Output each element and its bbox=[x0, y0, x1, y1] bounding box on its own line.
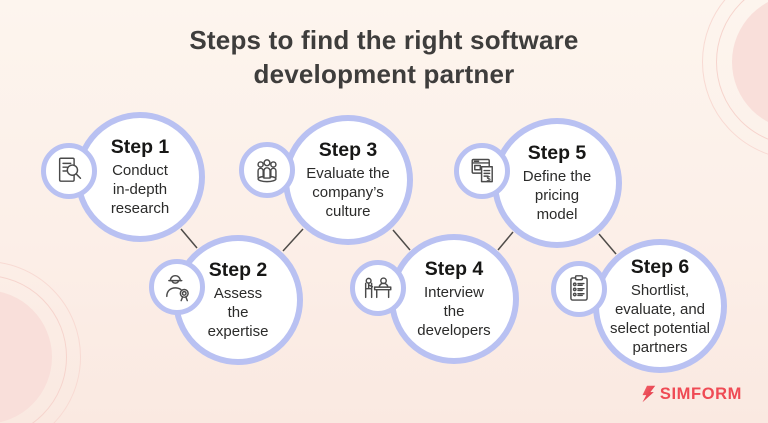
step-description: Define the pricing model bbox=[522, 168, 592, 224]
step-circle-5: Step 5 Define the pricing model bbox=[492, 118, 622, 248]
step-circle-3: Step 3 Evaluate the company’s culture bbox=[283, 115, 413, 245]
step-circle-4: Step 4 Interview the developers bbox=[389, 234, 519, 364]
step-circle-1: Step 1 Conduct in-depth research bbox=[75, 112, 205, 242]
step-circle-6: Step 6 Shortlist, evaluate, and select p… bbox=[593, 239, 727, 373]
checklist-clipboard-icon bbox=[551, 261, 607, 317]
interview-desk-icon bbox=[350, 260, 406, 316]
pricing-document-icon: $ bbox=[454, 143, 510, 199]
team-icon bbox=[239, 142, 295, 198]
svg-text:$: $ bbox=[486, 175, 491, 183]
step-label: Step 6 bbox=[630, 255, 690, 278]
step-label: Step 1 bbox=[110, 135, 170, 158]
page-title: Steps to find the right software develop… bbox=[189, 25, 579, 89]
step-label: Step 4 bbox=[424, 257, 484, 280]
brand-name: SIMFORM bbox=[659, 384, 742, 403]
step-label: Step 3 bbox=[318, 138, 378, 161]
step-label: Step 5 bbox=[527, 141, 587, 164]
simform-logo-icon bbox=[642, 385, 656, 403]
step-description: Interview the developers bbox=[417, 284, 491, 340]
brand-logo: SIMFORM bbox=[638, 384, 742, 404]
step-description: Conduct in-depth research bbox=[110, 162, 170, 218]
document-search-icon bbox=[41, 143, 97, 199]
step-description: Evaluate the company’s culture bbox=[306, 165, 390, 221]
step-label: Step 2 bbox=[208, 258, 268, 281]
step-description: Shortlist, evaluate, and select potentia… bbox=[609, 281, 711, 356]
step-description: Assess the expertise bbox=[207, 285, 269, 341]
engineer-badge-icon bbox=[149, 259, 205, 315]
